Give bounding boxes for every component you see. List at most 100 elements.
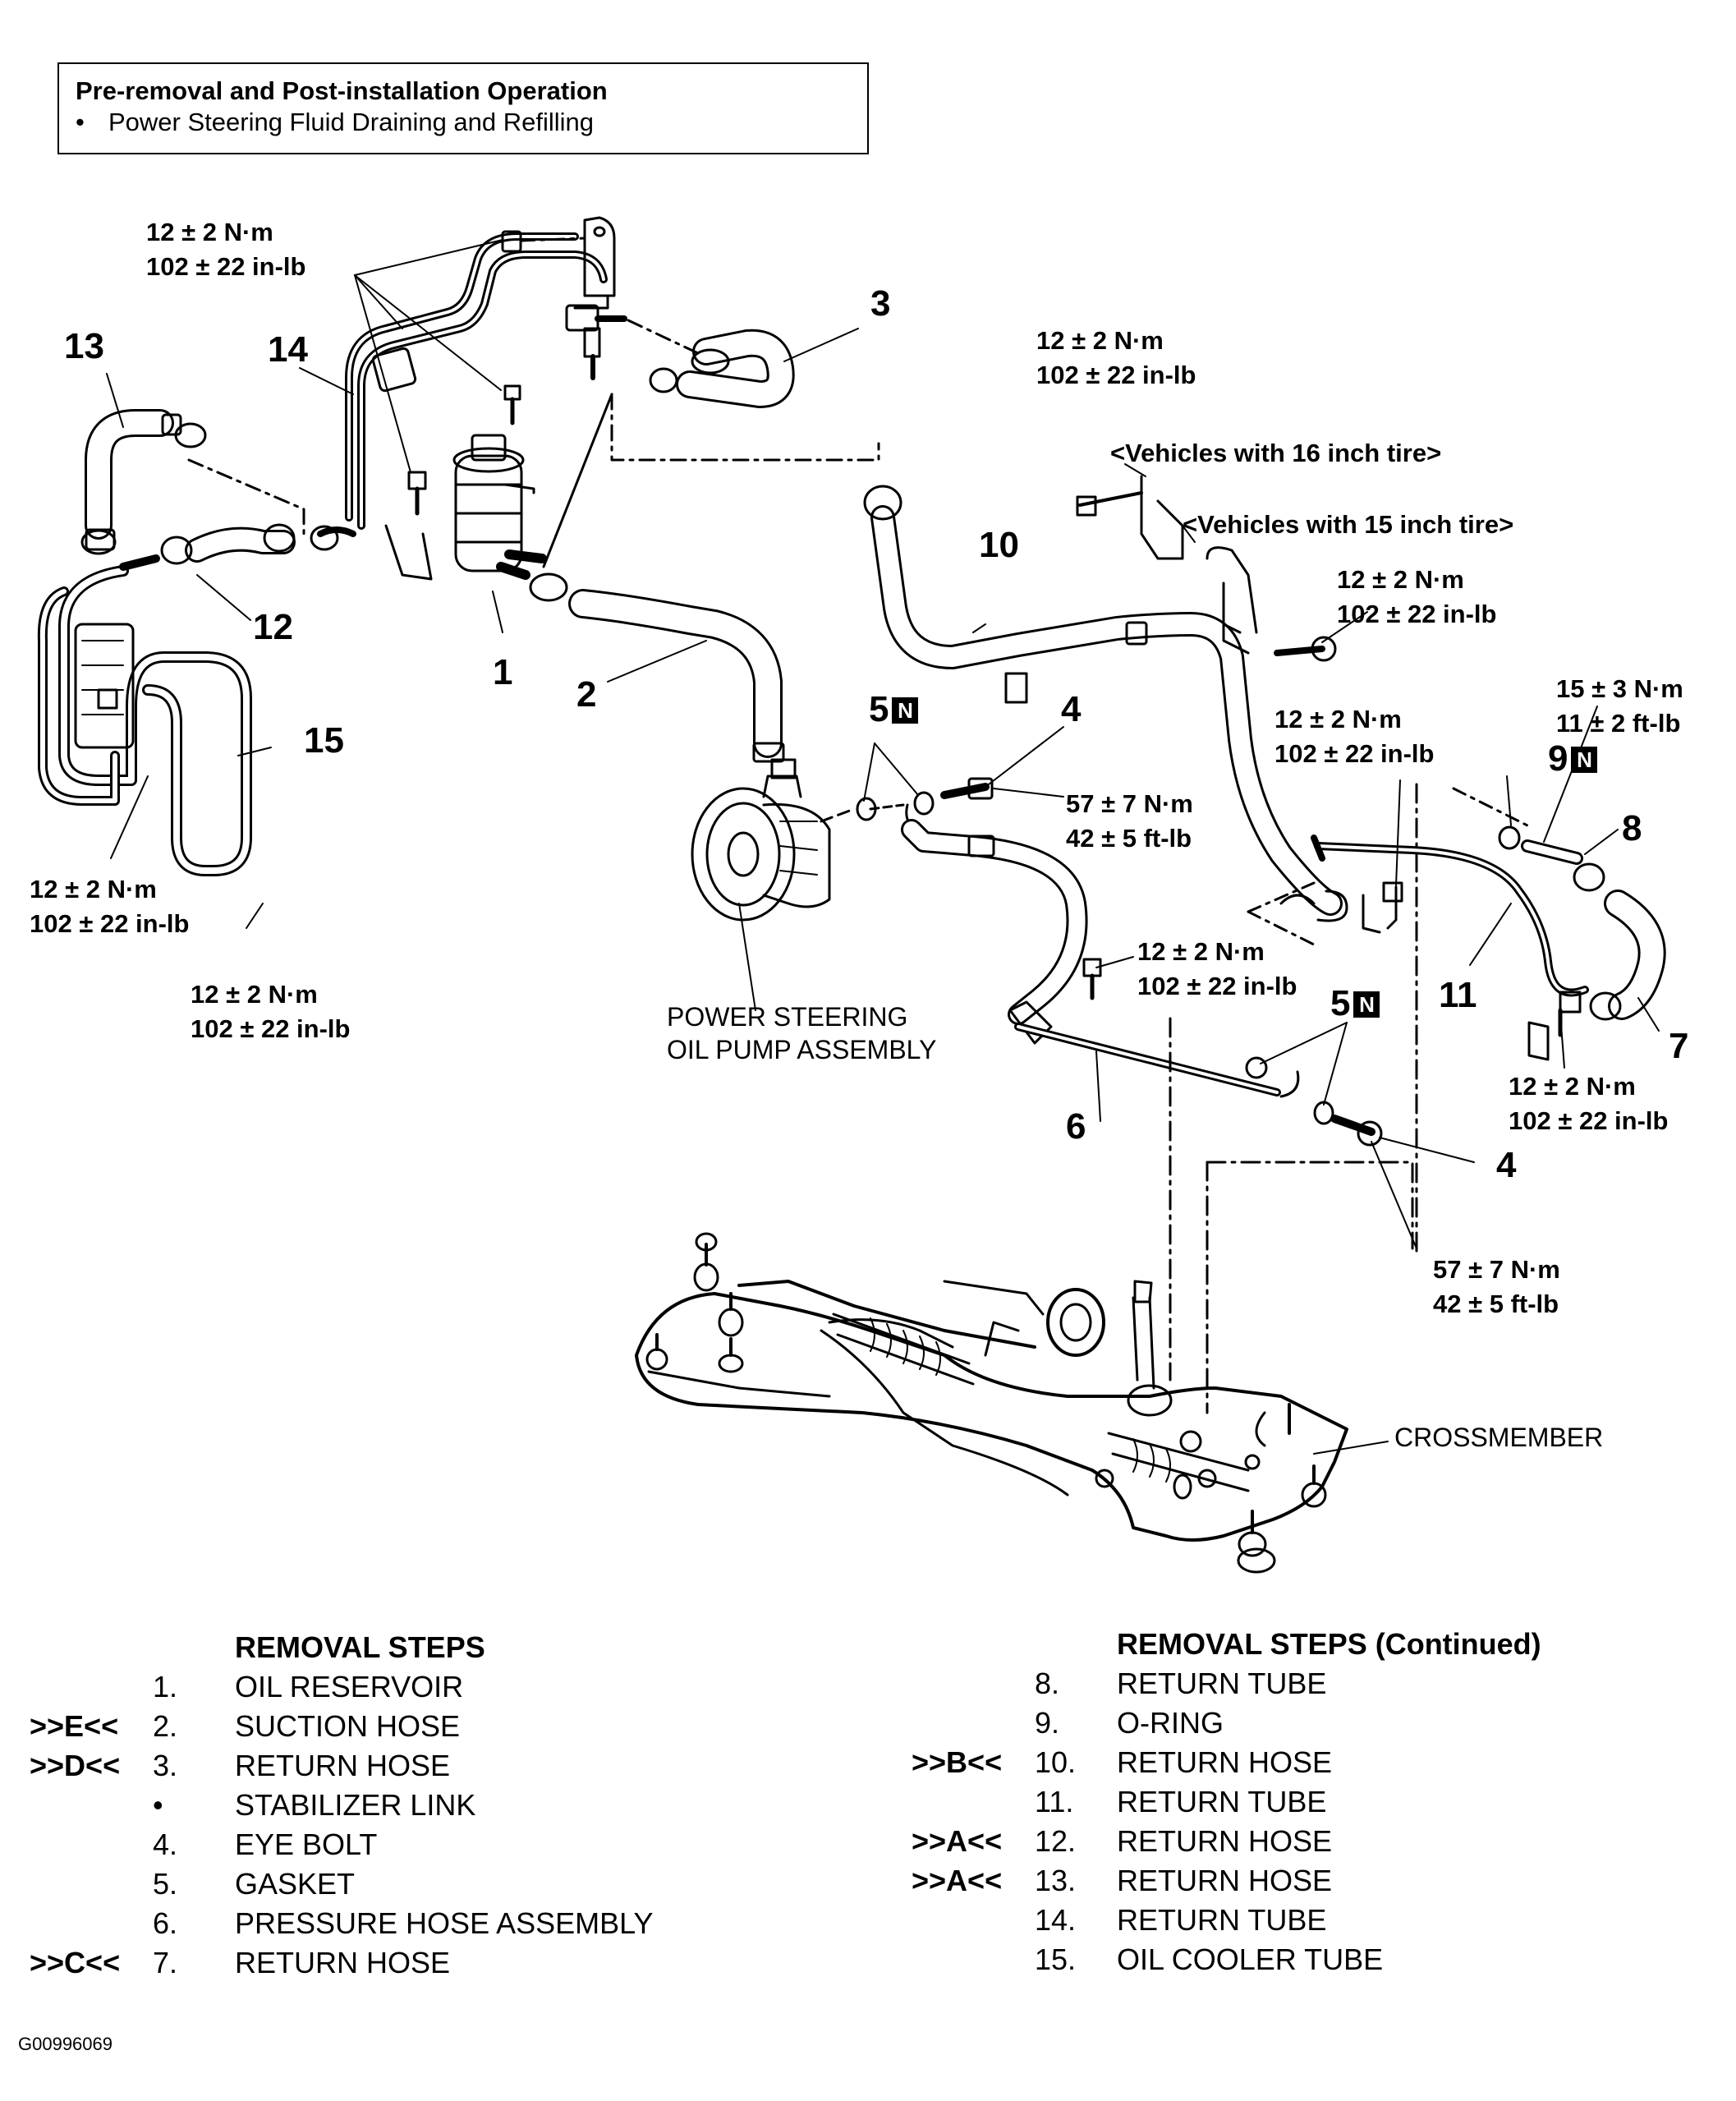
torque-ftlb: 42 ± 5 ft-lb: [1433, 1290, 1559, 1318]
crossmember-label: CROSSMEMBER: [1394, 1423, 1604, 1452]
pre-removal-title: Pre-removal and Post-installation Operat…: [76, 76, 608, 105]
removal-steps: REMOVAL STEPS 1.OIL RESERVOIR>>E<< 2. SUCT…: [30, 1628, 810, 1983]
return-tube-11-drawing: [1314, 842, 1589, 997]
callout-13: 13: [64, 326, 104, 366]
step-number: 2.: [153, 1709, 178, 1743]
step-text: SUCTION HOSE: [235, 1709, 461, 1743]
step-text: RETURN HOSE: [1117, 1745, 1333, 1779]
torque-label-return-tube-8: 15 ± 3 N·m 11 ± 2 ft-lb: [1556, 672, 1683, 741]
removal-step-row: >>A<<13.RETURN HOSE: [912, 1861, 1716, 1901]
torque-nm: 57 ± 7 N·m: [1433, 1255, 1560, 1284]
step-text: PRESSURE HOSE ASSEMBLY: [235, 1906, 654, 1940]
step-number: 10.: [1035, 1745, 1077, 1779]
callout-7: 7: [1669, 1026, 1689, 1066]
torque-label-top-left: 12 ± 2 N·m 102 ± 22 in-lb: [146, 215, 305, 284]
step-text: RETURN TUBE: [1117, 1667, 1327, 1700]
torque-nm: 12 ± 2 N·m: [146, 218, 273, 246]
step-text: RETURN TUBE: [1117, 1785, 1327, 1818]
torque-ftlb: 42 ± 5 ft-lb: [1066, 824, 1192, 853]
step-text: RETURN HOSE: [1117, 1824, 1333, 1858]
callout-14: 14: [268, 329, 308, 370]
step-number: 13.: [1035, 1864, 1077, 1897]
torque-label-eye-bolt-pump: 57 ± 7 N·m 42 ± 5 ft-lb: [1066, 787, 1193, 856]
removal-step-row: 5.GASKET: [30, 1864, 810, 1904]
step-number: 14.: [1035, 1903, 1077, 1937]
torque-nm: 12 ± 2 N·m: [1274, 705, 1402, 733]
step-text: RETURN HOSE: [235, 1749, 451, 1782]
step-number: 3.: [153, 1749, 178, 1782]
oil-reservoir-1-drawing: [452, 434, 547, 580]
removal-step-row: 1.OIL RESERVOIR: [30, 1667, 810, 1707]
step-number: 9.: [1035, 1706, 1060, 1740]
step-number: 6.: [153, 1906, 178, 1940]
removal-step-row: 4. EYE BOLT: [30, 1825, 810, 1864]
step-text: GASKET: [235, 1867, 356, 1901]
callout-12: 12: [253, 607, 293, 647]
step-reference-mark: >>B<<: [912, 1745, 1003, 1779]
callout-8: 8: [1622, 808, 1642, 848]
removal-step-row: >>D<< 3. RETURN HOSE: [30, 1746, 810, 1786]
step-reference-mark: >>A<<: [912, 1824, 1003, 1858]
callout-6: 6: [1066, 1106, 1086, 1147]
step-text: EYE BOLT: [235, 1827, 378, 1861]
oil-cooler-tube-15-drawing: [58, 565, 252, 876]
step-reference-mark: >>D<<: [30, 1749, 121, 1782]
torque-nm: 12 ± 2 N·m: [1036, 326, 1164, 355]
torque-nm: 12 ± 2 N·m: [191, 980, 318, 1009]
step-number: 7.: [153, 1946, 178, 1979]
torque-label-pressure-hose-bolt: 12 ± 2 N·m 102 ± 22 in-lb: [1137, 935, 1297, 1004]
n-badge-icon: N: [1571, 747, 1598, 773]
torque-inlb: 102 ± 22 in-lb: [1509, 1106, 1669, 1135]
removal-steps-continued-heading: REMOVAL STEPS (Continued): [1117, 1627, 1541, 1661]
removal-step-row: 9. O-RING: [912, 1703, 1716, 1743]
step-text: STABILIZER LINK: [235, 1788, 476, 1822]
pump-assembly-label: POWER STEERING OIL PUMP ASSEMBLY: [667, 1000, 936, 1066]
callout-10: 10: [979, 525, 1019, 565]
torque-label-hose-7-bracket: 12 ± 2 N·m 102 ± 22 in-lb: [1509, 1069, 1668, 1138]
callout-11: 11: [1439, 975, 1477, 1015]
torque-label-return-tube-bolt: 12 ± 2 N·m 102 ± 22 in-lb: [1274, 702, 1434, 771]
step-number: 4.: [153, 1827, 178, 1861]
step-text: RETURN HOSE: [235, 1946, 451, 1979]
callout-1: 1: [493, 652, 513, 692]
torque-inlb: 102 ± 22 in-lb: [30, 909, 190, 938]
step-text: O-RING: [1117, 1706, 1224, 1740]
pre-removal-item: •Power Steering Fluid Draining and Refil…: [76, 107, 851, 138]
torque-label-eye-bolt-rack: 57 ± 7 N·m 42 ± 5 ft-lb: [1433, 1253, 1560, 1322]
removal-step-row: 15. OIL COOLER TUBE: [912, 1940, 1716, 1979]
note-15-inch-tire: <Vehicles with 15 inch tire>: [1183, 510, 1514, 539]
power-steering-oil-pump-drawing: [691, 758, 856, 922]
removal-step-row: 8. RETURN TUBE: [912, 1664, 1716, 1703]
torque-label-lower-left: 12 ± 2 N·m 102 ± 22 in-lb: [191, 977, 350, 1046]
torque-inlb: 102 ± 22 in-lb: [1274, 739, 1435, 768]
torque-nm: 12 ± 2 N·m: [1337, 565, 1464, 594]
callout-3: 3: [870, 283, 891, 324]
torque-nm: 12 ± 2 N·m: [1137, 937, 1265, 966]
removal-step-row: • STABILIZER LINK: [30, 1786, 810, 1825]
removal-step-row: >>A<< 12. RETURN HOSE: [912, 1822, 1716, 1861]
pre-removal-box: Pre-removal and Post-installation Operat…: [57, 62, 869, 154]
n-badge-icon: N: [1353, 991, 1380, 1018]
pump-label-line2: OIL PUMP ASSEMBLY: [667, 1035, 937, 1064]
step-number: 8.: [1035, 1667, 1060, 1700]
callout-4-pump: 4: [1061, 689, 1082, 729]
callout-2: 2: [576, 674, 597, 715]
step-text: RETURN HOSE: [1117, 1864, 1333, 1897]
step-number: •: [153, 1788, 163, 1822]
torque-inlb: 102 ± 22 in-lb: [146, 252, 306, 281]
step-number: 1.: [153, 1670, 178, 1703]
callout-4-rack: 4: [1496, 1145, 1517, 1185]
step-text: OIL COOLER TUBE: [1117, 1942, 1384, 1976]
step-number: 15.: [1035, 1942, 1077, 1976]
removal-steps-heading: REMOVAL STEPS: [235, 1630, 485, 1664]
removal-step-row: 14.RETURN TUBE: [912, 1901, 1716, 1940]
step-reference-mark: >>E<<: [30, 1709, 119, 1743]
pre-removal-item-text: Power Steering Fluid Draining and Refill…: [108, 108, 595, 136]
torque-nm: 57 ± 7 N·m: [1066, 789, 1193, 818]
step-number: 12.: [1035, 1824, 1077, 1858]
torque-ftlb: 11 ± 2 ft-lb: [1556, 709, 1681, 738]
